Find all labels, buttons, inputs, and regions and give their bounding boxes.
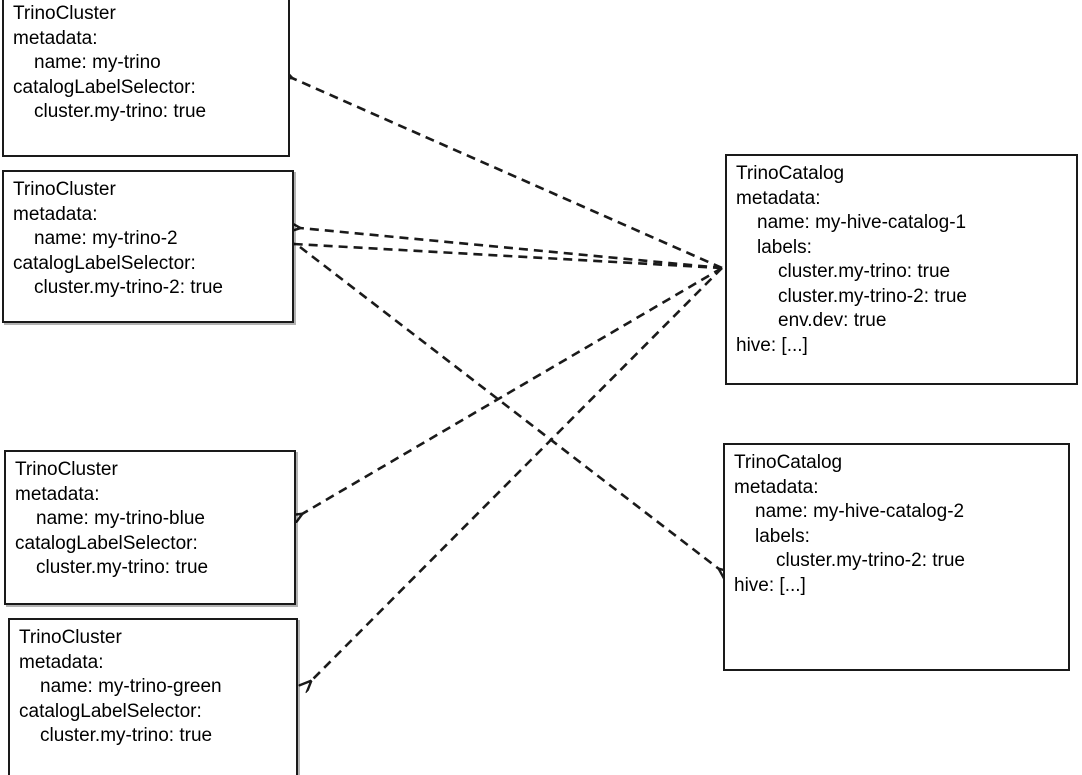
node-metadata-key: metadata: bbox=[19, 651, 104, 673]
node-label-1: cluster.my-trino-2: true bbox=[778, 285, 967, 307]
node-trinocluster-my-trino-2[interactable]: TrinoCluster metadata: name: my-trino-2 … bbox=[2, 170, 294, 323]
node-label-2: env.dev: true bbox=[778, 310, 887, 331]
node-metadata-key: metadata: bbox=[13, 27, 98, 49]
node-kind: TrinoCluster bbox=[13, 3, 116, 24]
node-kind: TrinoCatalog bbox=[736, 163, 845, 184]
node-trinocluster-my-trino-green[interactable]: TrinoCluster metadata: name: my-trino-gr… bbox=[8, 618, 298, 775]
node-trinocatalog-my-hive-catalog-1[interactable]: TrinoCatalog metadata: name: my-hive-cat… bbox=[725, 154, 1078, 385]
node-labels-key: labels: bbox=[755, 525, 810, 547]
node-kind: TrinoCluster bbox=[15, 459, 118, 480]
node-label-0: cluster.my-trino: true bbox=[778, 261, 951, 282]
node-selector-key: catalogLabelSelector: bbox=[13, 252, 196, 274]
edge-catalog1-to-my-trino-blue bbox=[302, 266, 723, 514]
node-name-line: name: my-trino-2 bbox=[34, 228, 178, 249]
node-name-line: name: my-hive-catalog-2 bbox=[755, 501, 965, 522]
node-trinocatalog-my-hive-catalog-2[interactable]: TrinoCatalog metadata: name: my-hive-cat… bbox=[723, 443, 1070, 671]
node-kind: TrinoCatalog bbox=[734, 452, 843, 473]
node-connector-line: hive: [...] bbox=[736, 334, 808, 356]
node-metadata-key: metadata: bbox=[736, 187, 821, 209]
node-metadata-key: metadata: bbox=[734, 476, 819, 498]
node-trinocluster-my-trino-blue[interactable]: TrinoCluster metadata: name: my-trino-bl… bbox=[4, 450, 296, 605]
node-connector-line: hive: [...] bbox=[734, 574, 806, 596]
node-selector-key: catalogLabelSelector: bbox=[19, 700, 202, 722]
node-selector-value: cluster.my-trino: true bbox=[34, 101, 207, 122]
edge-catalog1-to-my-trino-2-alt bbox=[294, 244, 723, 270]
node-selector-key: catalogLabelSelector: bbox=[15, 532, 198, 554]
node-name-line: name: my-trino-green bbox=[40, 676, 222, 697]
node-name-line: name: my-trino-blue bbox=[36, 508, 205, 529]
node-selector-value: cluster.my-trino-2: true bbox=[34, 277, 223, 298]
node-kind: TrinoCluster bbox=[19, 627, 122, 648]
edge-catalog1-to-my-trino-2 bbox=[300, 228, 723, 270]
node-selector-value: cluster.my-trino: true bbox=[36, 557, 209, 578]
node-name-line: name: my-trino bbox=[34, 52, 161, 73]
node-label-0: cluster.my-trino-2: true bbox=[776, 550, 965, 571]
node-labels-key: labels: bbox=[757, 236, 812, 258]
node-selector-value: cluster.my-trino: true bbox=[40, 725, 213, 746]
edge-catalog1-to-my-trino-green bbox=[311, 267, 723, 681]
node-metadata-key: metadata: bbox=[15, 483, 100, 505]
node-kind: TrinoCluster bbox=[13, 179, 116, 200]
edge-my-trino-2-to-catalog2 bbox=[299, 245, 719, 569]
node-name-line: name: my-hive-catalog-1 bbox=[757, 212, 967, 233]
node-metadata-key: metadata: bbox=[13, 203, 98, 225]
edge-catalog1-to-my-trino bbox=[292, 78, 723, 270]
node-selector-key: catalogLabelSelector: bbox=[13, 76, 196, 98]
node-trinocluster-my-trino[interactable]: TrinoCluster metadata: name: my-trino ca… bbox=[2, 0, 290, 157]
